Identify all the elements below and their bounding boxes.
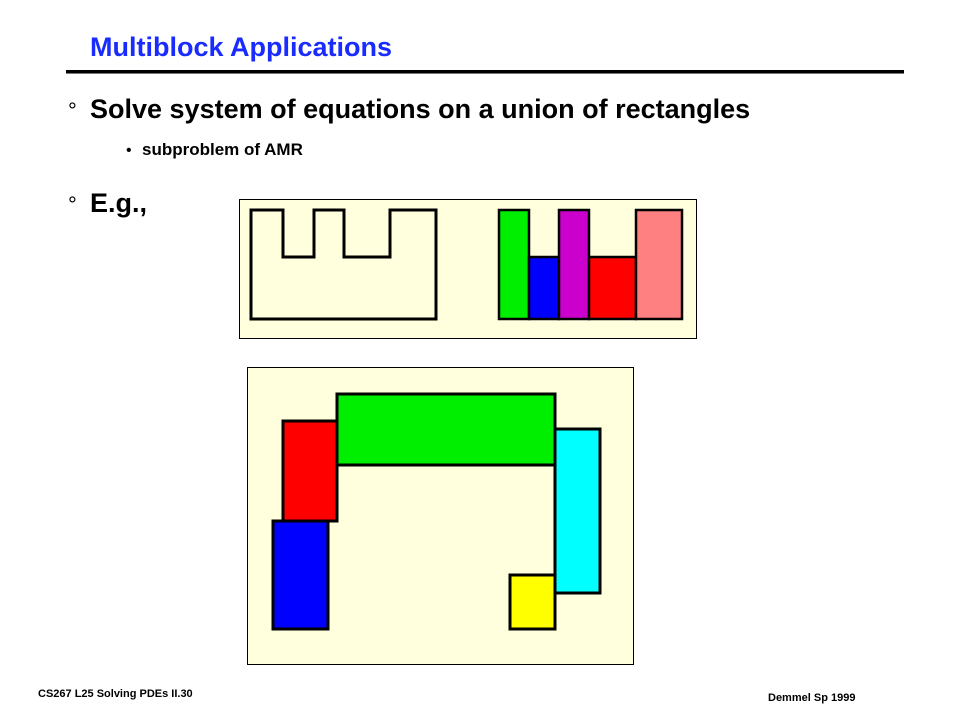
block-red	[587, 255, 638, 321]
bullet-text: E.g.,	[90, 188, 148, 218]
sub-bullet-1: • subproblem of AMR	[126, 140, 303, 160]
block-cyan	[553, 427, 602, 595]
bullet-2: ° E.g.,	[68, 188, 147, 219]
footer-author-label: Demmel Sp 1999	[768, 692, 856, 704]
block-magenta	[557, 208, 591, 321]
block-blue	[271, 519, 330, 631]
block-blue	[527, 255, 561, 321]
sub-bullet-marker: •	[126, 142, 132, 159]
multiblock-figure	[247, 367, 634, 665]
block-decomposition	[497, 208, 684, 321]
bullet-text: Solve system of equations on a union of …	[90, 94, 751, 124]
bullet-marker: °	[68, 192, 77, 217]
title-underline	[66, 70, 904, 73]
block-green	[335, 392, 557, 467]
bullet-marker: °	[68, 98, 77, 123]
sub-bullet-text: subproblem of AMR	[142, 140, 303, 159]
bullet-1: ° Solve system of equations on a union o…	[68, 94, 750, 125]
block-yellow	[508, 573, 557, 631]
footer-course-label: CS267 L25 Solving PDEs II.30	[38, 688, 193, 700]
block-red	[281, 419, 339, 523]
union-of-rectangles-figure	[239, 199, 697, 339]
domain-outline	[249, 208, 438, 321]
slide-title: Multiblock Applications	[90, 32, 393, 62]
block-green	[497, 208, 531, 321]
block-pink	[634, 208, 684, 321]
